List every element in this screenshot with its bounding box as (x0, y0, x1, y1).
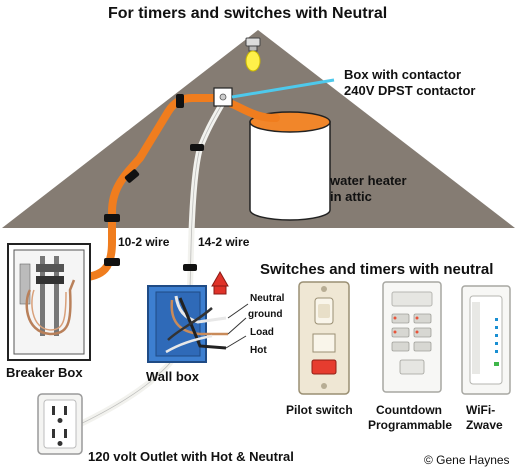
switch-label-pilot: Pilot switch (286, 403, 353, 417)
breaker-box-icon[interactable] (7, 243, 91, 361)
breaker-box-label: Breaker Box (6, 365, 83, 380)
ceiling-light-icon (245, 37, 261, 72)
diagram-title: For timers and switches with Neutral (108, 5, 388, 22)
contactor-box-icon[interactable] (213, 87, 233, 107)
copyright: © Gene Haynes (424, 453, 510, 467)
cable-clips (104, 94, 204, 271)
switch-label-wifi-2: Zwave (466, 418, 503, 432)
wire-14-2-label: 14-2 wire (198, 235, 250, 249)
switch-label-wifi-1: WiFi- (466, 403, 496, 417)
countdown-timer-icon[interactable] (382, 281, 442, 393)
contactor-box-label: Box with contactor (344, 67, 462, 82)
switch-label-countdown-2: Programmable (368, 418, 453, 432)
contactor-pointer (231, 78, 335, 99)
ground-label: ground (248, 309, 283, 320)
water-heater-icon (249, 111, 331, 221)
contactor-type-label: 240V DPST contactor (344, 83, 476, 98)
outlet-icon[interactable] (37, 393, 83, 455)
wifi-switch-icon[interactable] (461, 285, 511, 395)
wall-box-label: Wall box (146, 369, 199, 384)
cable-contactor-to-heater (228, 100, 280, 122)
load-label: Load (250, 327, 274, 338)
switches-heading: Switches and timers with neutral (260, 261, 494, 278)
cable-outlet-to-wall-box (69, 351, 179, 431)
outlet-label: 120 volt Outlet with Hot & Neutral (88, 449, 294, 464)
water-heater-label-1: water heater (330, 173, 407, 188)
wall-box-icon[interactable] (147, 285, 228, 363)
terminal-pointers (225, 303, 249, 349)
wire-nut-icon (211, 270, 229, 295)
switch-label-countdown-1: Countdown (376, 403, 442, 417)
pilot-switch-icon[interactable] (298, 281, 350, 395)
neutral-label: Neutral (250, 293, 285, 304)
water-heater-label-2: in attic (330, 189, 372, 204)
hot-label: Hot (250, 345, 267, 356)
wire-10-2-label: 10-2 wire (118, 235, 170, 249)
